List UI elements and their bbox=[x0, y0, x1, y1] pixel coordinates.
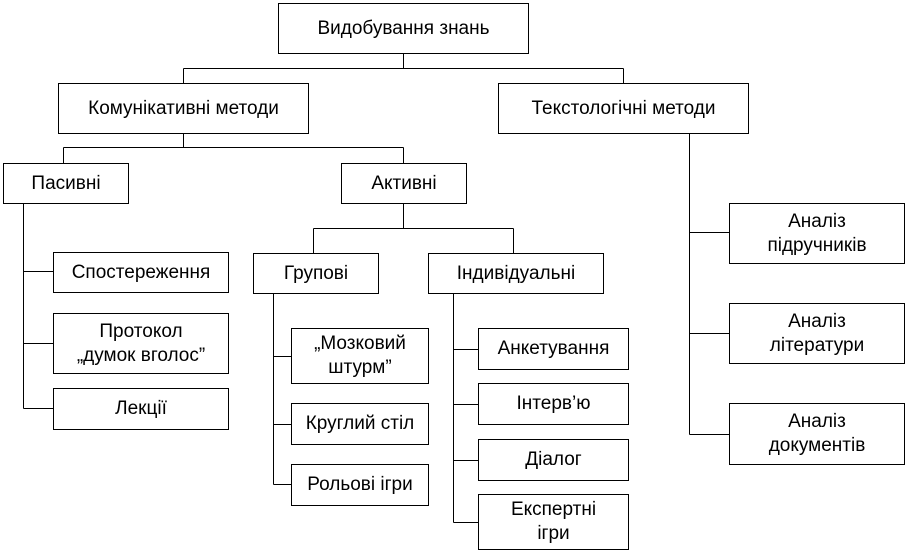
node-group: Групові bbox=[253, 253, 379, 294]
node-brainstorm: „Мозковий штурм” bbox=[291, 328, 429, 384]
node-document-analysis: Аналіз документів bbox=[729, 403, 905, 465]
node-root: Видобування знань bbox=[278, 3, 529, 54]
node-individual: Індивідуальні bbox=[428, 253, 604, 294]
node-role-games: Рольові ігри bbox=[291, 464, 429, 506]
node-expert-games: Експертні ігри bbox=[478, 494, 629, 550]
node-textbook-analysis: Аналіз підручників bbox=[729, 203, 905, 264]
node-communicative-methods: Комунікативні методи bbox=[58, 83, 309, 134]
node-think-aloud-protocol: Протокол „думок вголос” bbox=[53, 313, 229, 374]
node-lectures: Лекції bbox=[53, 388, 229, 430]
node-passive: Пасивні bbox=[3, 163, 129, 204]
node-literature-analysis: Аналіз літератури bbox=[729, 303, 905, 364]
node-survey: Анкетування bbox=[478, 328, 629, 370]
node-active: Активні bbox=[341, 163, 467, 204]
node-observation: Спостереження bbox=[53, 252, 229, 293]
node-round-table: Круглий стіл bbox=[291, 403, 429, 445]
node-textological-methods: Текстологічні методи bbox=[498, 83, 749, 134]
node-dialog: Діалог bbox=[478, 439, 629, 481]
node-interview: Інтерв’ю bbox=[478, 383, 629, 425]
